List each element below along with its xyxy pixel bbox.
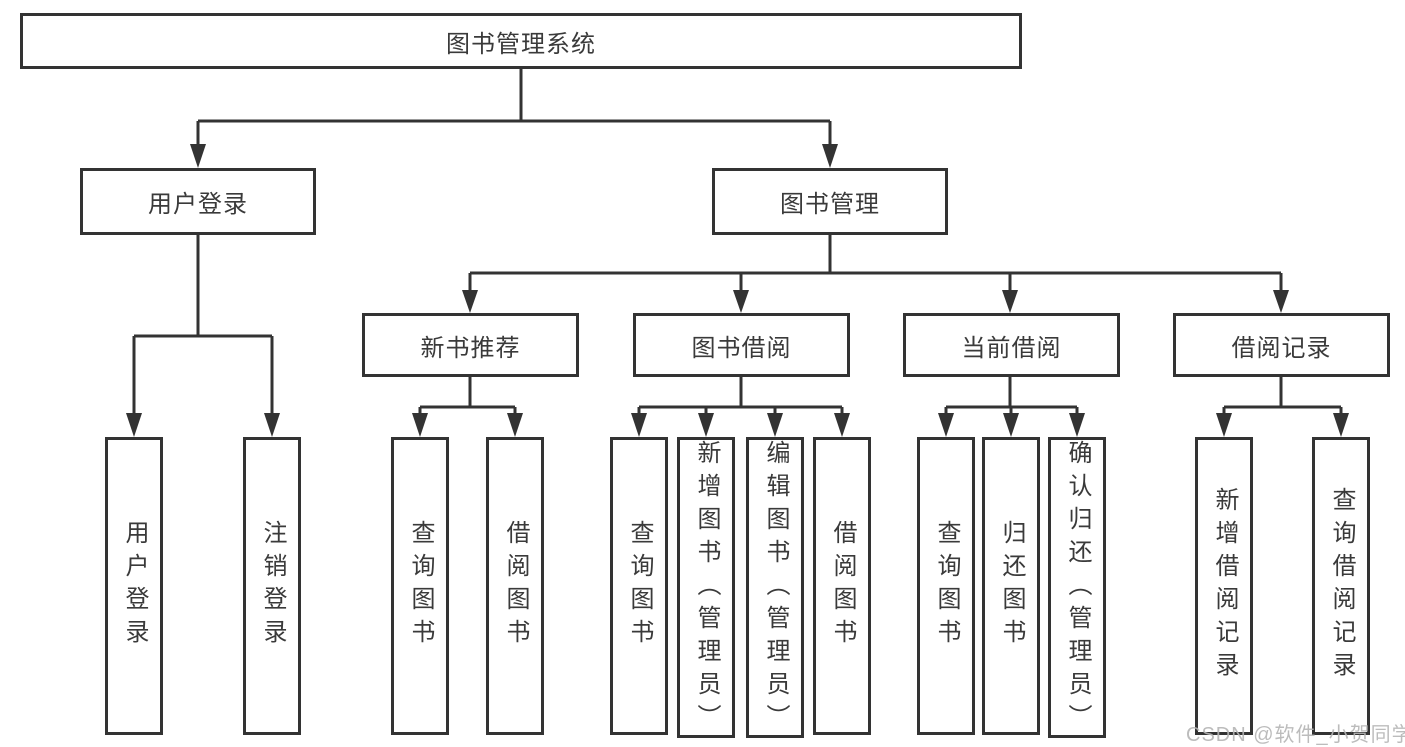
leaf-newbook-borrow-books: 借阅图书 bbox=[486, 437, 544, 735]
node-new-book-recommend: 新书推荐 bbox=[362, 313, 579, 377]
node-label: 用户登录 bbox=[148, 191, 248, 218]
leaf-label: 编辑图书（管理员） bbox=[762, 440, 789, 737]
connector-book-management-to-level3 bbox=[462, 235, 1289, 313]
leaf-label: 借阅图书 bbox=[502, 520, 529, 652]
leaf-label: 新增图书（管理员） bbox=[693, 440, 720, 737]
leaf-records-add-record: 新增借阅记录 bbox=[1195, 437, 1253, 735]
leaf-current-return-books: 归还图书 bbox=[982, 437, 1040, 735]
node-borrowing-records: 借阅记录 bbox=[1173, 313, 1390, 377]
connector-root-to-level2 bbox=[190, 69, 838, 168]
node-label: 借阅记录 bbox=[1231, 334, 1332, 362]
leaf-logout: 注销登录 bbox=[243, 437, 301, 735]
leaf-newbook-query-books: 查询图书 bbox=[391, 437, 449, 735]
leaf-records-query-record: 查询借阅记录 bbox=[1312, 437, 1370, 735]
connector-new-book-recommend-to-leaves bbox=[412, 377, 523, 437]
node-label: 图书借阅 bbox=[691, 334, 792, 362]
leaf-current-confirm-return-admin: 确认归还（管理员） bbox=[1048, 437, 1106, 738]
node-current-borrowing: 当前借阅 bbox=[903, 313, 1120, 377]
leaf-label: 借阅图书 bbox=[829, 520, 856, 652]
csdn-watermark: CSDN @软件_小贺同学 bbox=[1186, 724, 1405, 746]
leaf-label: 归还图书 bbox=[998, 520, 1025, 652]
leaf-borrowing-query-books: 查询图书 bbox=[610, 437, 668, 735]
connector-user-login-to-leaves bbox=[126, 235, 280, 437]
node-book-management: 图书管理 bbox=[712, 168, 948, 235]
leaf-label: 查询图书 bbox=[933, 520, 960, 652]
connector-book-borrowing-to-leaves bbox=[631, 377, 850, 437]
node-book-borrowing: 图书借阅 bbox=[633, 313, 850, 377]
node-label: 图书管理系统 bbox=[446, 30, 596, 58]
connector-current-borrowing-to-leaves bbox=[938, 377, 1085, 437]
node-label: 图书管理 bbox=[780, 191, 880, 218]
node-label: 当前借阅 bbox=[961, 334, 1062, 362]
leaf-user-login: 用户登录 bbox=[105, 437, 163, 735]
leaf-borrowing-add-books-admin: 新增图书（管理员） bbox=[677, 437, 735, 738]
connector-borrowing-records-to-leaves bbox=[1216, 377, 1349, 437]
leaf-current-query-books: 查询图书 bbox=[917, 437, 975, 735]
leaf-label: 新增借阅记录 bbox=[1211, 487, 1238, 685]
leaf-label: 确认归还（管理员） bbox=[1064, 440, 1091, 737]
leaf-borrowing-edit-books-admin: 编辑图书（管理员） bbox=[746, 437, 804, 738]
leaf-label: 查询图书 bbox=[626, 520, 653, 652]
node-user-login: 用户登录 bbox=[80, 168, 316, 235]
leaf-label: 查询图书 bbox=[407, 520, 434, 652]
leaf-label: 用户登录 bbox=[121, 520, 148, 652]
node-library-management-system: 图书管理系统 bbox=[20, 13, 1022, 69]
leaf-label: 查询借阅记录 bbox=[1328, 487, 1355, 685]
node-label: 新书推荐 bbox=[420, 334, 521, 362]
leaf-borrowing-borrow-books: 借阅图书 bbox=[813, 437, 871, 735]
leaf-label: 注销登录 bbox=[259, 520, 286, 652]
